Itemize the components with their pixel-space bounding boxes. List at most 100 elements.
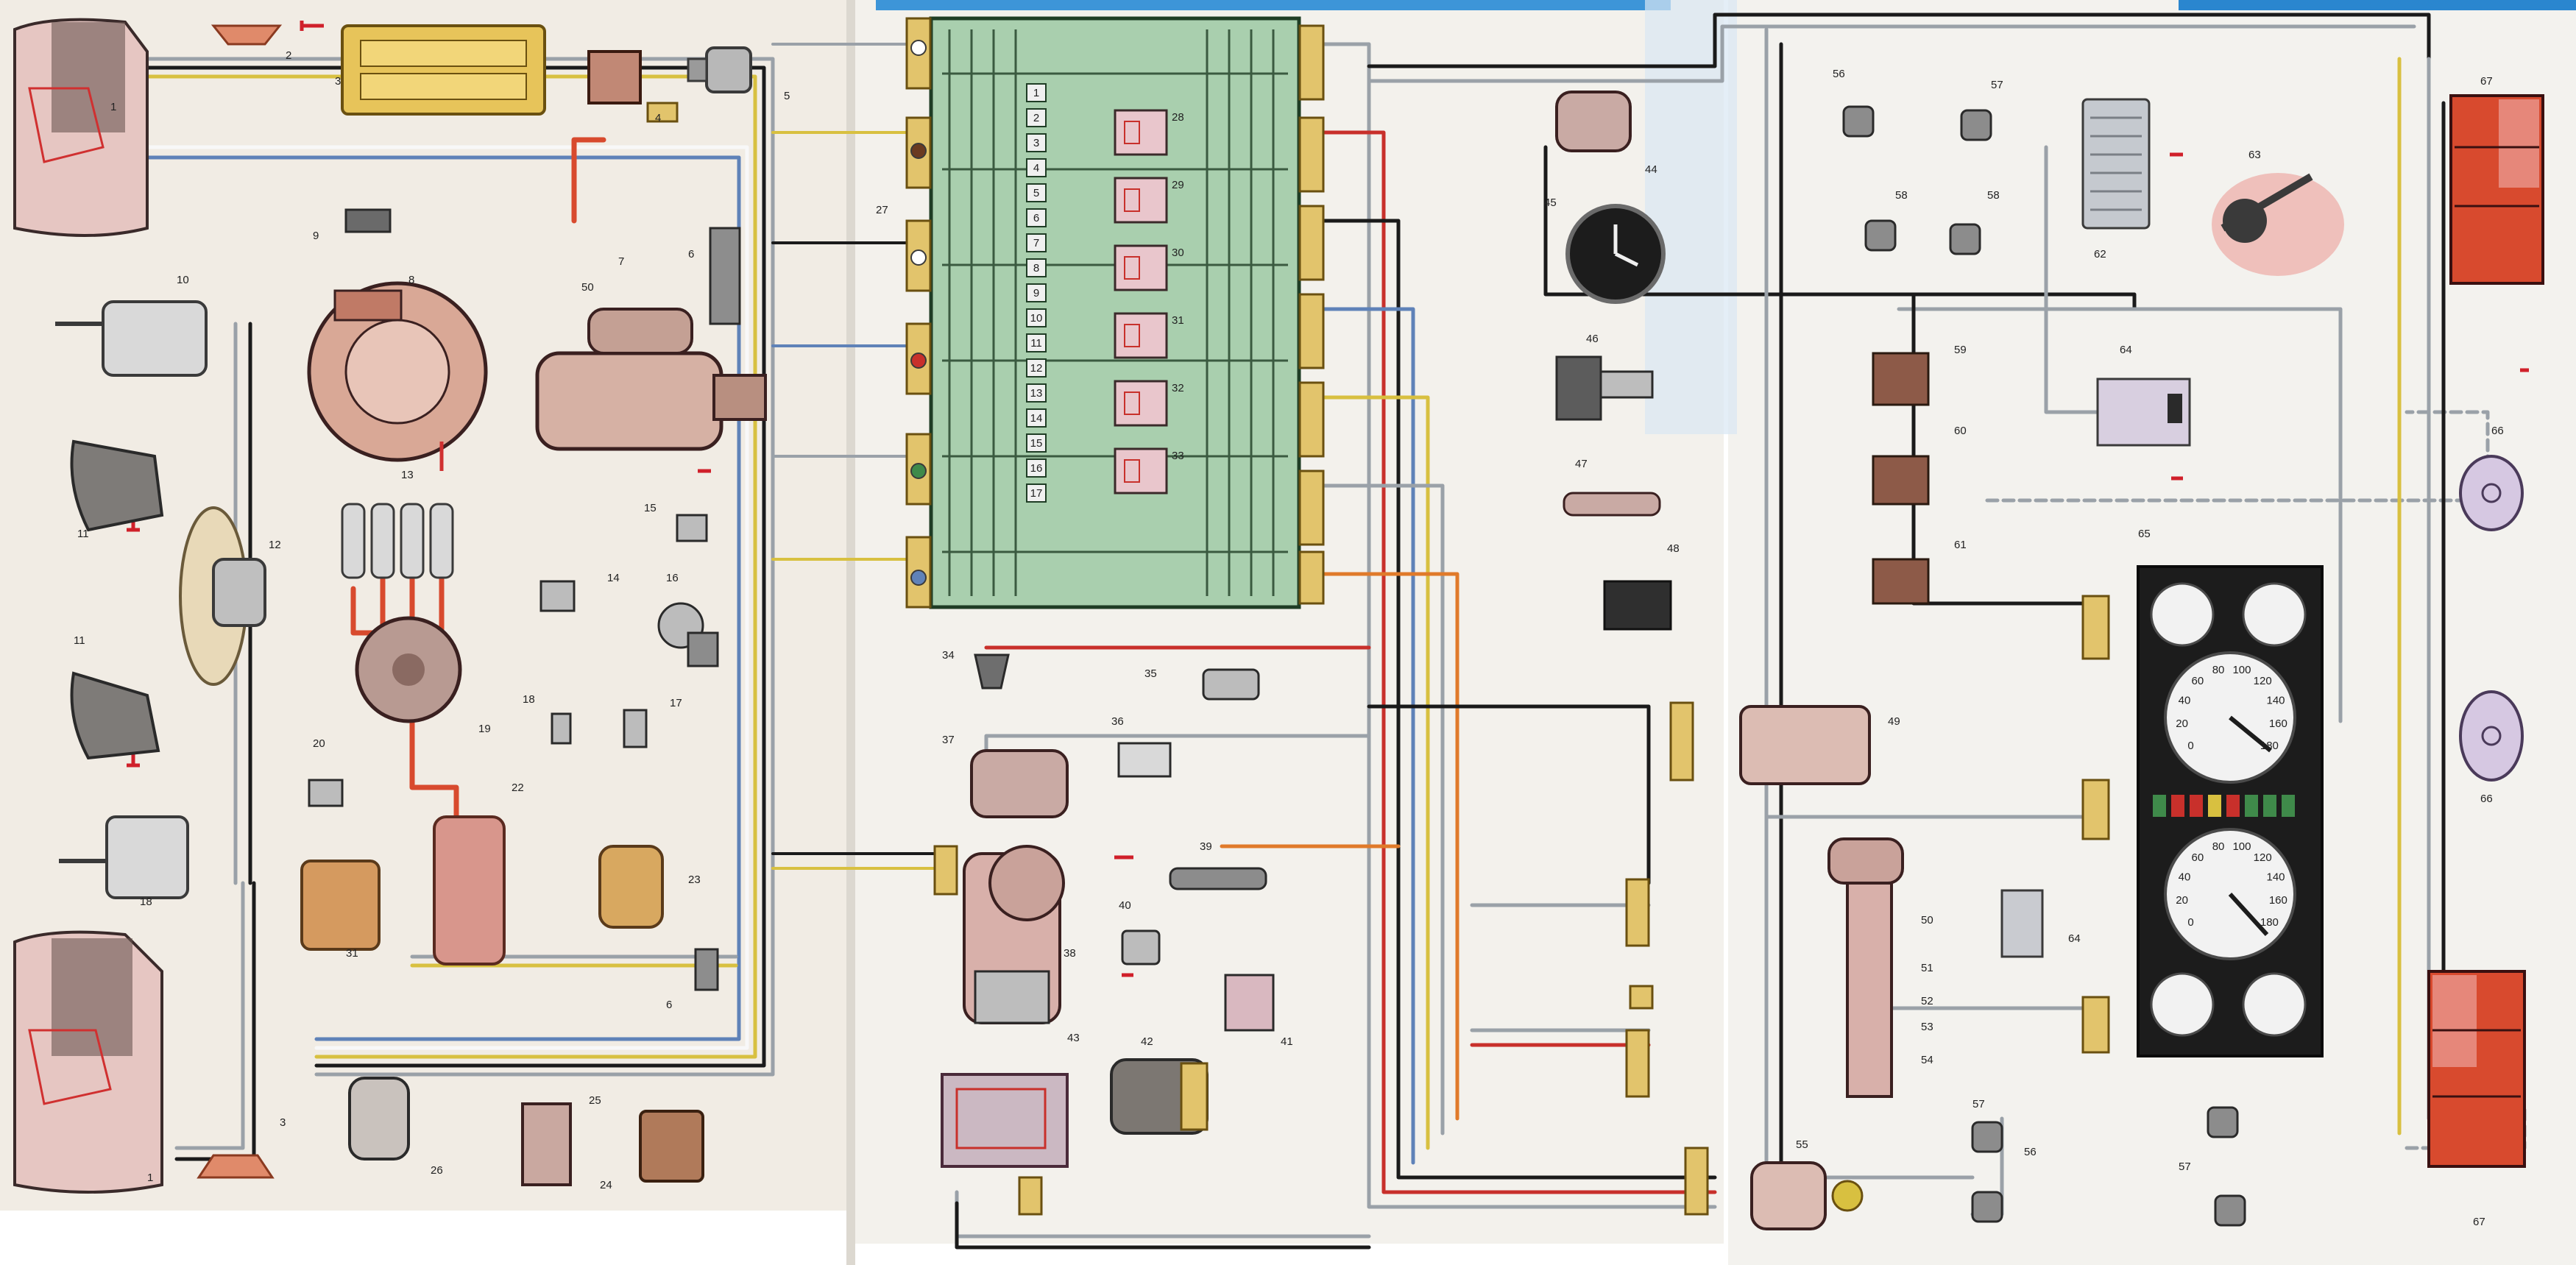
label-54: 54 — [1921, 1054, 1933, 1066]
relay-32 — [1114, 380, 1168, 427]
fuse-number: 17 — [1030, 487, 1043, 500]
label-60: 60 — [1954, 425, 1967, 437]
red-wire-relay — [571, 137, 606, 224]
component-58-lamp: 58 — [1864, 189, 1908, 252]
wire-bundle-blue — [145, 155, 741, 1041]
fuse-number: 2 — [1033, 112, 1039, 124]
gauge-scale-digit: 80 — [2212, 840, 2225, 853]
component-56-lamp-top: 56 — [1833, 68, 1875, 138]
fuse-13 — [1026, 383, 1047, 403]
component-63-wiper: 63 — [2212, 149, 2344, 276]
label-39: 39 — [1200, 840, 1212, 853]
mid-bundle-yellow — [1315, 395, 1430, 1150]
component-9-sensor: 9 — [313, 208, 392, 242]
label-34: 34 — [942, 649, 955, 662]
fuse-number: 3 — [1033, 137, 1039, 149]
label-2: 2 — [286, 49, 291, 62]
gauge-scale-digit: 0 — [2187, 916, 2193, 929]
component-67-tail-lamp-bottom: 67 — [2427, 970, 2526, 1228]
connector-stack-middle — [1018, 701, 1709, 1216]
cluster-connectors — [2081, 595, 2110, 1054]
component-67-tail-lamp-top: 67 — [2449, 75, 2544, 285]
label-13: 13 — [401, 469, 414, 481]
label-64-bottom: 64 — [2068, 932, 2081, 945]
fuse-number: 4 — [1033, 162, 1039, 174]
relay-number: 32 — [1172, 382, 1184, 394]
component-47-sensor: 47 — [1563, 458, 1661, 517]
fuse-number: 14 — [1030, 412, 1043, 425]
gauge-scale-digit: 180 — [2260, 916, 2279, 929]
label-53: 53 — [1921, 1021, 1933, 1033]
top-return-grey — [1367, 24, 2416, 83]
relay-symbol — [1124, 391, 1140, 415]
instrument-cluster: 65 — [2137, 528, 2324, 1057]
component-12-fan: 12 — [179, 506, 281, 686]
label-35: 35 — [1144, 667, 1157, 680]
component-43-control-unit: 43 — [941, 1032, 1080, 1168]
label-47: 47 — [1575, 458, 1588, 470]
gauge-scale-digit: 140 — [2267, 871, 2285, 883]
mid-bundle-blue — [1315, 307, 1415, 1165]
label-3: 3 — [335, 75, 341, 88]
mid-bundle-red — [1315, 130, 1717, 1194]
component-16-sender: 16 — [657, 572, 719, 667]
gauge-scale-digit: 160 — [2269, 894, 2287, 907]
relay-number: 30 — [1172, 247, 1184, 259]
label-6: 6 — [688, 248, 694, 261]
component-36-switch: 36 — [1111, 715, 1172, 778]
label-1-top: 1 — [110, 101, 116, 113]
fuse-10 — [1026, 308, 1047, 327]
headlight-bottom: 1 — [13, 930, 163, 1194]
fuse-box: 27 — [876, 16, 1301, 609]
gauge-scale-digit: 0 — [2187, 740, 2193, 752]
component-59-relay: 59 — [1872, 344, 1967, 406]
component-64-module-bottom: 64 — [2000, 889, 2081, 958]
label-63: 63 — [2248, 149, 2261, 161]
component-39-lighter: 39 — [1169, 840, 1267, 890]
component-6-regulator-bottom: 6 — [666, 948, 719, 1011]
fuse-number: 11 — [1030, 337, 1042, 350]
label-57-right: 57 — [2179, 1161, 2191, 1173]
relay-symbol — [1124, 256, 1140, 280]
label-24: 24 — [600, 1179, 612, 1191]
component-8-alternator: 8 — [307, 274, 488, 471]
label-26: 26 — [431, 1164, 443, 1177]
component-34-sensor: 34 — [942, 649, 1010, 690]
label-9: 9 — [313, 230, 319, 242]
fuse-16 — [1026, 458, 1047, 478]
mid-bundle-1 — [1315, 42, 1717, 1209]
fuse-6 — [1026, 208, 1047, 227]
gauge-scale-digit: 140 — [2267, 694, 2285, 706]
label-11-top: 11 — [77, 528, 89, 540]
fuse-17 — [1026, 483, 1047, 503]
component-60-relay: 60 — [1872, 425, 1967, 506]
label-18: 18 — [523, 693, 535, 706]
fuse-number: 13 — [1030, 387, 1043, 400]
component-18-sensor: 18 — [523, 693, 572, 745]
label-7: 7 — [618, 255, 624, 268]
fuse-number: 15 — [1030, 437, 1043, 450]
headlight-top: 1 — [13, 18, 149, 237]
relay-number: 31 — [1172, 314, 1184, 327]
fuse-number: 12 — [1030, 362, 1043, 375]
label-5: 5 — [784, 90, 790, 102]
label-22: 22 — [512, 782, 524, 794]
sheet-fold — [846, 0, 855, 1265]
relay-symbol — [1124, 324, 1140, 347]
relay-30 — [1114, 244, 1168, 291]
gauge-scale-digit: 120 — [2254, 851, 2272, 864]
label-56-bottom: 56 — [2024, 1146, 2037, 1158]
label-6-bottom: 6 — [666, 999, 672, 1011]
component-38-wiper-motor: 38 — [963, 845, 1076, 1024]
label-23: 23 — [688, 874, 701, 886]
component-62-rear-heater: 62 — [2081, 98, 2151, 261]
component-44-motor: 44 — [1555, 91, 1657, 176]
label-67-top: 67 — [2480, 75, 2493, 88]
label-4: 4 — [655, 112, 661, 124]
label-45: 45 — [1544, 196, 1557, 209]
label-58-b: 58 — [1987, 189, 2000, 202]
relay-symbol — [1124, 459, 1140, 483]
label-50: 50 — [581, 281, 594, 294]
